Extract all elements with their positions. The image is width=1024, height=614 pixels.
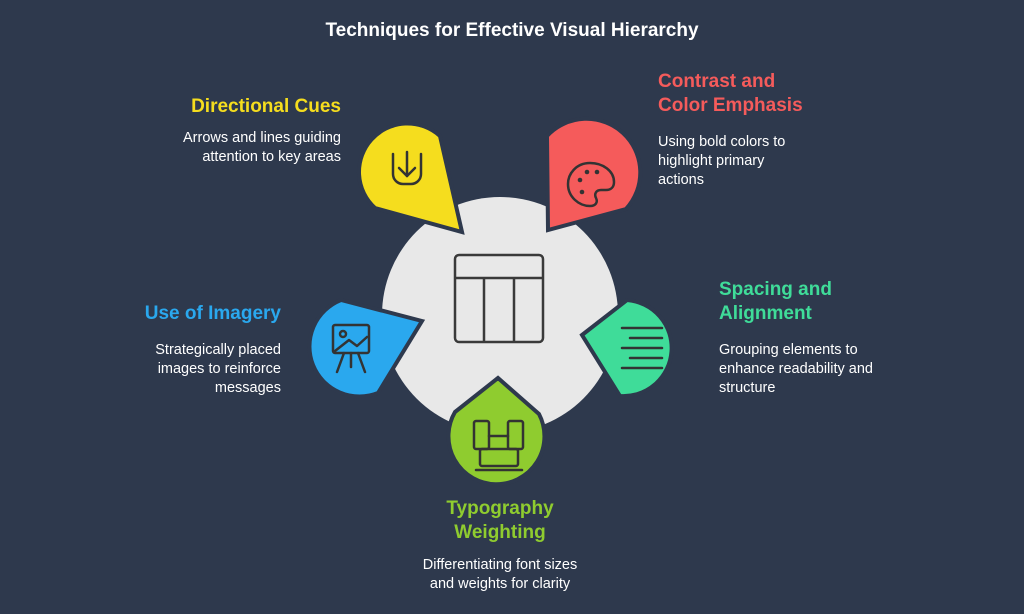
title-line: Weighting: [454, 522, 546, 543]
description-line: images to reinforce: [157, 361, 281, 377]
title-line: Typography: [446, 498, 554, 519]
title-line: Alignment: [719, 303, 812, 324]
align-lines-icon: [620, 326, 664, 370]
description-line: enhance readability and: [719, 361, 873, 377]
spacing-alignment-description: Grouping elements to enhance readability…: [719, 341, 873, 398]
description-line: messages: [214, 380, 281, 396]
description-line: Grouping elements to: [719, 342, 858, 358]
arrow-down-box-icon: [391, 150, 423, 186]
table-layout-icon: [453, 253, 545, 344]
palette-icon: [566, 161, 616, 208]
directional-cues-pin: [357, 121, 465, 235]
spacing-alignment-pin: [579, 297, 674, 399]
contrast-color-pin: [544, 116, 643, 233]
contrast-color-title: Contrast and Color Emphasis: [658, 70, 803, 118]
page-title: Techniques for Effective Visual Hierarch…: [325, 20, 699, 41]
description-line: Using bold colors to: [658, 134, 786, 150]
devices-icon: [472, 419, 525, 472]
title-line: Spacing and: [719, 279, 832, 300]
description-line: attention to key areas: [202, 149, 341, 165]
easel-image-icon: [331, 323, 371, 374]
description-line: Arrows and lines guiding: [183, 130, 341, 146]
description-line: Differentiating font sizes: [422, 557, 578, 573]
description-line: and weights for clarity: [429, 576, 571, 592]
contrast-color-description: Using bold colors to highlight primary a…: [658, 133, 785, 190]
use-of-imagery-description: Strategically placed images to reinforce…: [155, 341, 281, 398]
description-line: structure: [719, 380, 776, 396]
directional-cues-description: Arrows and lines guiding attention to ke…: [183, 129, 341, 167]
description-line: Strategically placed: [155, 342, 281, 358]
directional-cues-title: Directional Cues: [191, 96, 341, 117]
description-line: highlight primary: [658, 153, 765, 169]
use-of-imagery-pin: [307, 297, 426, 399]
hub-circle: [382, 197, 618, 433]
title-line: Color Emphasis: [658, 95, 803, 116]
typography-weighting-pin: [446, 375, 547, 487]
typography-weighting-title: Typography Weighting: [400, 497, 600, 545]
spacing-alignment-title: Spacing and Alignment: [719, 278, 832, 326]
use-of-imagery-title: Use of Imagery: [144, 303, 281, 324]
typography-weighting-description: Differentiating font sizes and weights f…: [380, 556, 620, 594]
description-line: actions: [658, 172, 704, 188]
title-line: Contrast and: [658, 71, 776, 92]
